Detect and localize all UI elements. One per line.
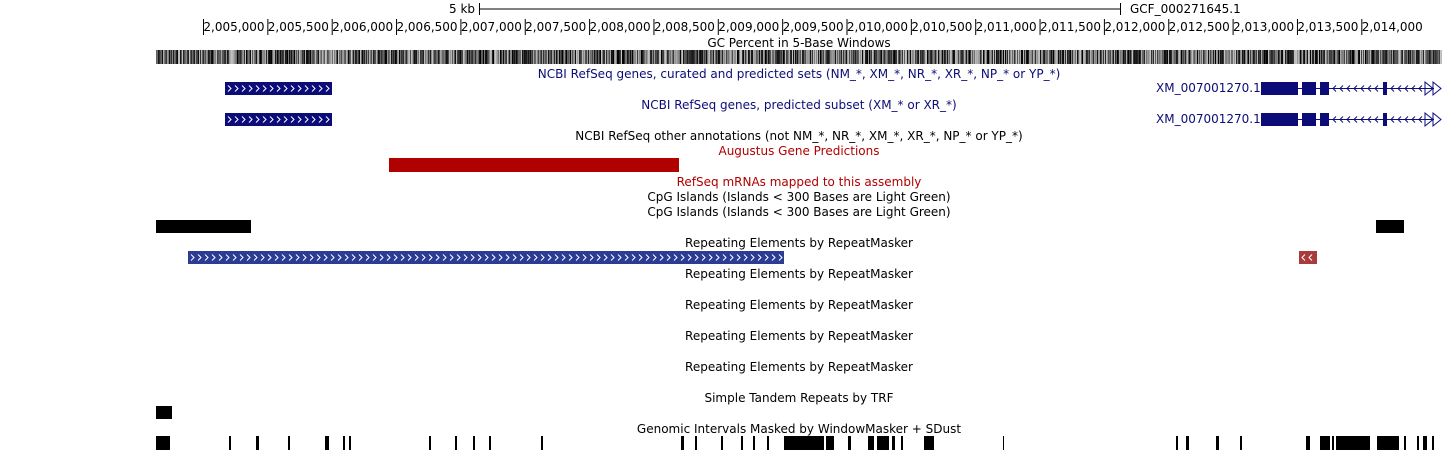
refseq-predicted-left-gene[interactable] — [225, 113, 332, 126]
track-label-rmsk-2[interactable]: Repeating Elements by RepeatMasker — [685, 267, 913, 281]
ruler-tick-label: 2,011,500 — [1039, 20, 1102, 34]
ruler-tick-label: 2,013,000 — [1233, 20, 1295, 34]
ruler-tick-label: 2,008,000 — [589, 20, 651, 34]
gc-percent-wiggle[interactable] — [156, 50, 1442, 64]
ruler-tick-label: 2,012,500 — [1168, 20, 1230, 34]
windowmasker-intervals[interactable] — [156, 436, 1434, 450]
ruler-tick-label: 2,013,500 — [1297, 20, 1359, 34]
repeat-element-brown[interactable] — [1299, 251, 1317, 264]
scale-bar: 5 kb GCF_000271645.1 — [0, 0, 1443, 18]
track-label-simple-repeats[interactable]: Simple Tandem Repeats by TRF — [704, 391, 894, 405]
ruler-tick-label: 2,005,500 — [267, 20, 329, 34]
track-label-refseq-mrna[interactable]: RefSeq mRNAs mapped to this assembly — [676, 175, 922, 189]
cpg-island-left[interactable] — [156, 220, 251, 233]
repeat-element-blue[interactable] — [188, 251, 784, 264]
ruler-tick-label: 2,008,500 — [653, 20, 715, 34]
track-label-cpg-2[interactable]: CpG Islands (Islands < 300 Bases are Lig… — [647, 205, 951, 219]
scale-label: 5 kb — [449, 2, 476, 16]
ruler-tick-label: 2,009,000 — [718, 20, 780, 34]
strand-arrows — [227, 116, 330, 123]
strand-arrows — [1332, 116, 1423, 123]
refseq-all-right-gene[interactable] — [1261, 80, 1442, 97]
gene-name-refseq-all[interactable]: XM_007001270.1 — [1156, 81, 1261, 95]
track-label-refseq-predicted[interactable]: NCBI RefSeq genes, predicted subset (XM_… — [641, 98, 957, 112]
track-label-refseq-other[interactable]: NCBI RefSeq other annotations (not NM_*,… — [575, 129, 1023, 143]
ruler-tick-label: 2,007,500 — [525, 20, 587, 34]
track-label-refseq-all[interactable]: NCBI RefSeq genes, curated and predicted… — [537, 67, 1061, 81]
ruler-tick-label: 2,006,500 — [396, 20, 458, 34]
ruler-tick-label: 2,009,500 — [782, 20, 844, 34]
simple-repeat-block[interactable] — [156, 406, 172, 419]
augustus-prediction[interactable] — [389, 158, 679, 172]
strand-arrows — [227, 85, 330, 92]
ruler-tick-label: 2,014,000 — [1361, 20, 1423, 34]
cpg-island-right[interactable] — [1376, 220, 1404, 233]
strand-arrows — [190, 254, 783, 261]
ruler-tick-label: 2,011,000 — [975, 20, 1037, 34]
track-label-rmsk-3[interactable]: Repeating Elements by RepeatMasker — [685, 298, 913, 312]
refseq-predicted-right-gene[interactable] — [1261, 111, 1442, 128]
gene-name-refseq-predicted[interactable]: XM_007001270.1 — [1156, 112, 1261, 126]
track-label-rmsk-5[interactable]: Repeating Elements by RepeatMasker — [685, 360, 913, 374]
track-label-rmsk-4[interactable]: Repeating Elements by RepeatMasker — [685, 329, 913, 343]
strand-arrows — [1332, 85, 1423, 92]
ruler-tick-label: 2,012,000 — [1104, 20, 1166, 34]
track-label-rmsk-1[interactable]: Repeating Elements by RepeatMasker — [685, 236, 913, 250]
refseq-all-left-gene[interactable] — [225, 82, 332, 95]
ruler-tick-label: 2,010,000 — [846, 20, 908, 34]
strand-arrows — [1301, 254, 1313, 261]
ruler-tick-label: 2,005,000 — [203, 20, 265, 34]
track-label-augustus[interactable]: Augustus Gene Predictions — [718, 144, 880, 158]
track-label-windowmasker[interactable]: Genomic Intervals Masked by WindowMasker… — [636, 422, 962, 436]
assembly-label: GCF_000271645.1 — [1130, 2, 1241, 16]
ruler-tick-label: 2,007,000 — [460, 20, 522, 34]
track-label-cpg-1[interactable]: CpG Islands (Islands < 300 Bases are Lig… — [647, 190, 951, 204]
track-label-gc-percent[interactable]: GC Percent in 5-Base Windows — [707, 36, 891, 50]
ruler-tick-label: 2,006,000 — [332, 20, 394, 34]
ruler-tick-label: 2,010,500 — [911, 20, 973, 34]
